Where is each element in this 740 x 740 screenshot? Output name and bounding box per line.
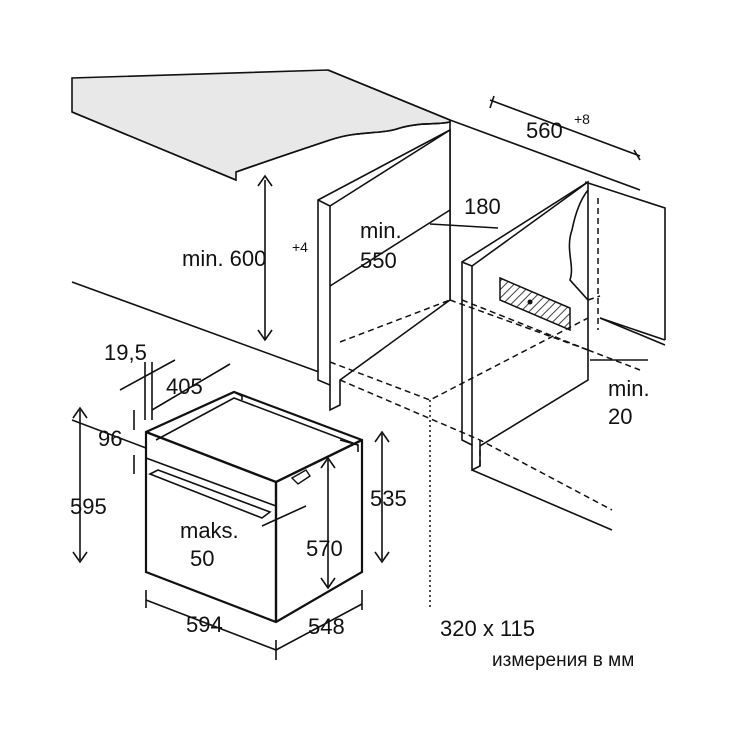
label-inner-height: 570 xyxy=(306,536,343,561)
label-depth: 548 xyxy=(308,614,345,639)
label-handle-depth: 405 xyxy=(166,374,203,399)
label-inner-depth-line1: min. xyxy=(360,218,402,243)
label-vent-size: 320 x 115 xyxy=(440,616,535,641)
cabinet-left-panel xyxy=(317,128,451,412)
label-cabinet-height-tolerance: +4 xyxy=(292,239,308,255)
cabinet-right-panel xyxy=(461,180,589,472)
label-body-height: 535 xyxy=(370,486,407,511)
label-max-line1: maks. xyxy=(180,518,239,543)
label-max-line2: 50 xyxy=(190,546,214,571)
vent-opening xyxy=(499,276,571,332)
label-cabinet-height: min. 600 xyxy=(182,246,266,271)
label-width: 594 xyxy=(186,612,223,637)
label-side-gap-line1: min. xyxy=(608,376,650,401)
cavity-outline xyxy=(329,198,641,610)
oven xyxy=(144,390,364,624)
label-front-offset: 19,5 xyxy=(104,340,147,365)
label-top-panel: 96 xyxy=(98,426,122,451)
units-note: измерения в мм xyxy=(492,650,634,671)
dimension-labels: 560 +8 min. 600 +4 min. 550 180 min. 20 … xyxy=(70,111,650,671)
label-inner-depth-line2: 550 xyxy=(360,248,397,273)
label-top-width-tolerance: +8 xyxy=(574,111,590,127)
label-vent-offset: 180 xyxy=(464,194,501,219)
label-total-height: 595 xyxy=(70,494,107,519)
dimension-lines xyxy=(72,95,648,660)
countertop xyxy=(71,69,641,191)
label-top-width: 560 xyxy=(526,118,563,143)
label-side-gap-line2: 20 xyxy=(608,404,632,429)
